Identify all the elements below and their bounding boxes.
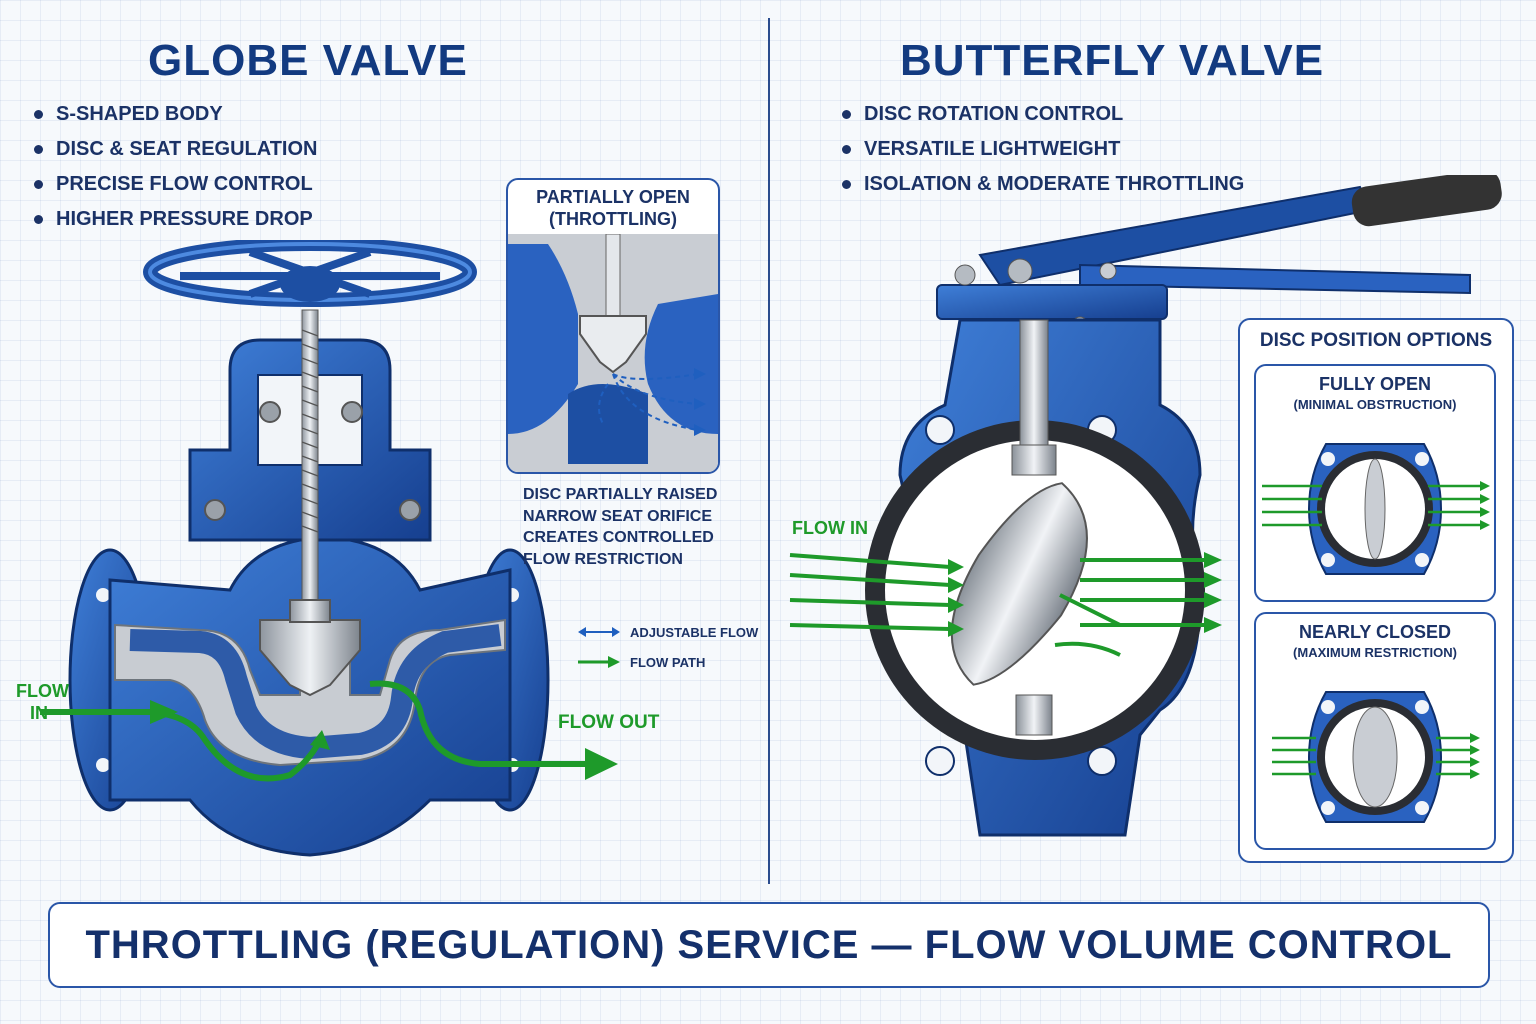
option-nearly-closed: NEARLY CLOSED (MAXIMUM RESTRICTION): [1254, 612, 1496, 850]
globe-valve-illustration: [40, 240, 618, 857]
arrow-right-icon: [578, 656, 620, 668]
disc-position-options-panel: DISC POSITION OPTIONS FULLY OPEN (MINIMA…: [1238, 318, 1514, 863]
inset-disc-illustration: [508, 234, 718, 472]
options-title: DISC POSITION OPTIONS: [1259, 330, 1493, 351]
double-arrow-icon: [578, 627, 620, 637]
inset-notes: DISC PARTIALLY RAISED NARROW SEAT ORIFIC…: [523, 484, 717, 570]
service-banner: THROTTLING (REGULATION) SERVICE — FLOW V…: [48, 902, 1490, 988]
throttling-inset: PARTIALLY OPEN (THROTTLING): [506, 178, 720, 474]
option-subtitle: (MAXIMUM RESTRICTION): [1293, 645, 1457, 660]
list-item: ISOLATION & MODERATE THROTTLING: [840, 167, 1244, 202]
legend-adjustable-flow: ADJUSTABLE FLOW: [578, 622, 758, 642]
option-title: NEARLY CLOSED: [1298, 622, 1452, 642]
section-divider: [768, 18, 770, 884]
globe-flow-out-label: FLOW OUT: [558, 712, 660, 733]
globe-flow-in-label: FLOW IN: [16, 680, 69, 724]
handwheel-icon: [143, 240, 477, 307]
globe-feature-list: S-SHAPED BODY DISC & SEAT REGULATION PRE…: [32, 97, 317, 237]
legend-label: ADJUSTABLE FLOW: [630, 624, 759, 640]
legend-label: FLOW PATH: [630, 654, 706, 670]
list-item: PRECISE FLOW CONTROL: [32, 167, 317, 202]
inset-title-line-1: PARTIALLY OPEN: [536, 187, 690, 207]
list-item: S-SHAPED BODY: [32, 97, 317, 132]
option-title: FULLY OPEN: [1318, 374, 1432, 394]
globe-valve-title: GLOBE VALVE: [148, 36, 468, 85]
butterfly-feature-list: DISC ROTATION CONTROL VERSATILE LIGHTWEI…: [840, 97, 1244, 202]
list-item: VERSATILE LIGHTWEIGHT: [840, 132, 1244, 167]
list-item: DISC ROTATION CONTROL: [840, 97, 1244, 132]
note-line: NARROW SEAT ORIFICE: [523, 507, 713, 525]
note-line: DISC PARTIALLY RAISED: [523, 486, 718, 503]
butterfly-valve-illustration: [789, 175, 1502, 837]
note-line: FLOW RESTRICTION: [523, 550, 683, 568]
option-subtitle: (MINIMAL OBSTRUCTION): [1293, 397, 1457, 412]
butterfly-valve-title: BUTTERFLY VALVE: [900, 36, 1325, 85]
butterfly-flow-in-label: FLOW IN: [792, 518, 868, 538]
closed-disc-icon: [1272, 691, 1480, 823]
lever-handle-icon: [978, 175, 1502, 295]
open-disc-icon: [1262, 443, 1490, 575]
list-item: DISC & SEAT REGULATION: [32, 132, 317, 167]
list-item: HIGHER PRESSURE DROP: [32, 202, 317, 237]
flow-in-line-2: IN: [30, 703, 48, 723]
banner-text: THROTTLING (REGULATION) SERVICE — FLOW V…: [85, 923, 1453, 967]
note-line: CREATES CONTROLLED: [523, 529, 714, 546]
legend-flow-path: FLOW PATH: [578, 652, 705, 672]
option-fully-open: FULLY OPEN (MINIMAL OBSTRUCTION): [1254, 364, 1496, 602]
flow-in-line-1: FLOW: [16, 681, 69, 701]
inset-title-line-2: (THROTTLING): [549, 209, 677, 229]
